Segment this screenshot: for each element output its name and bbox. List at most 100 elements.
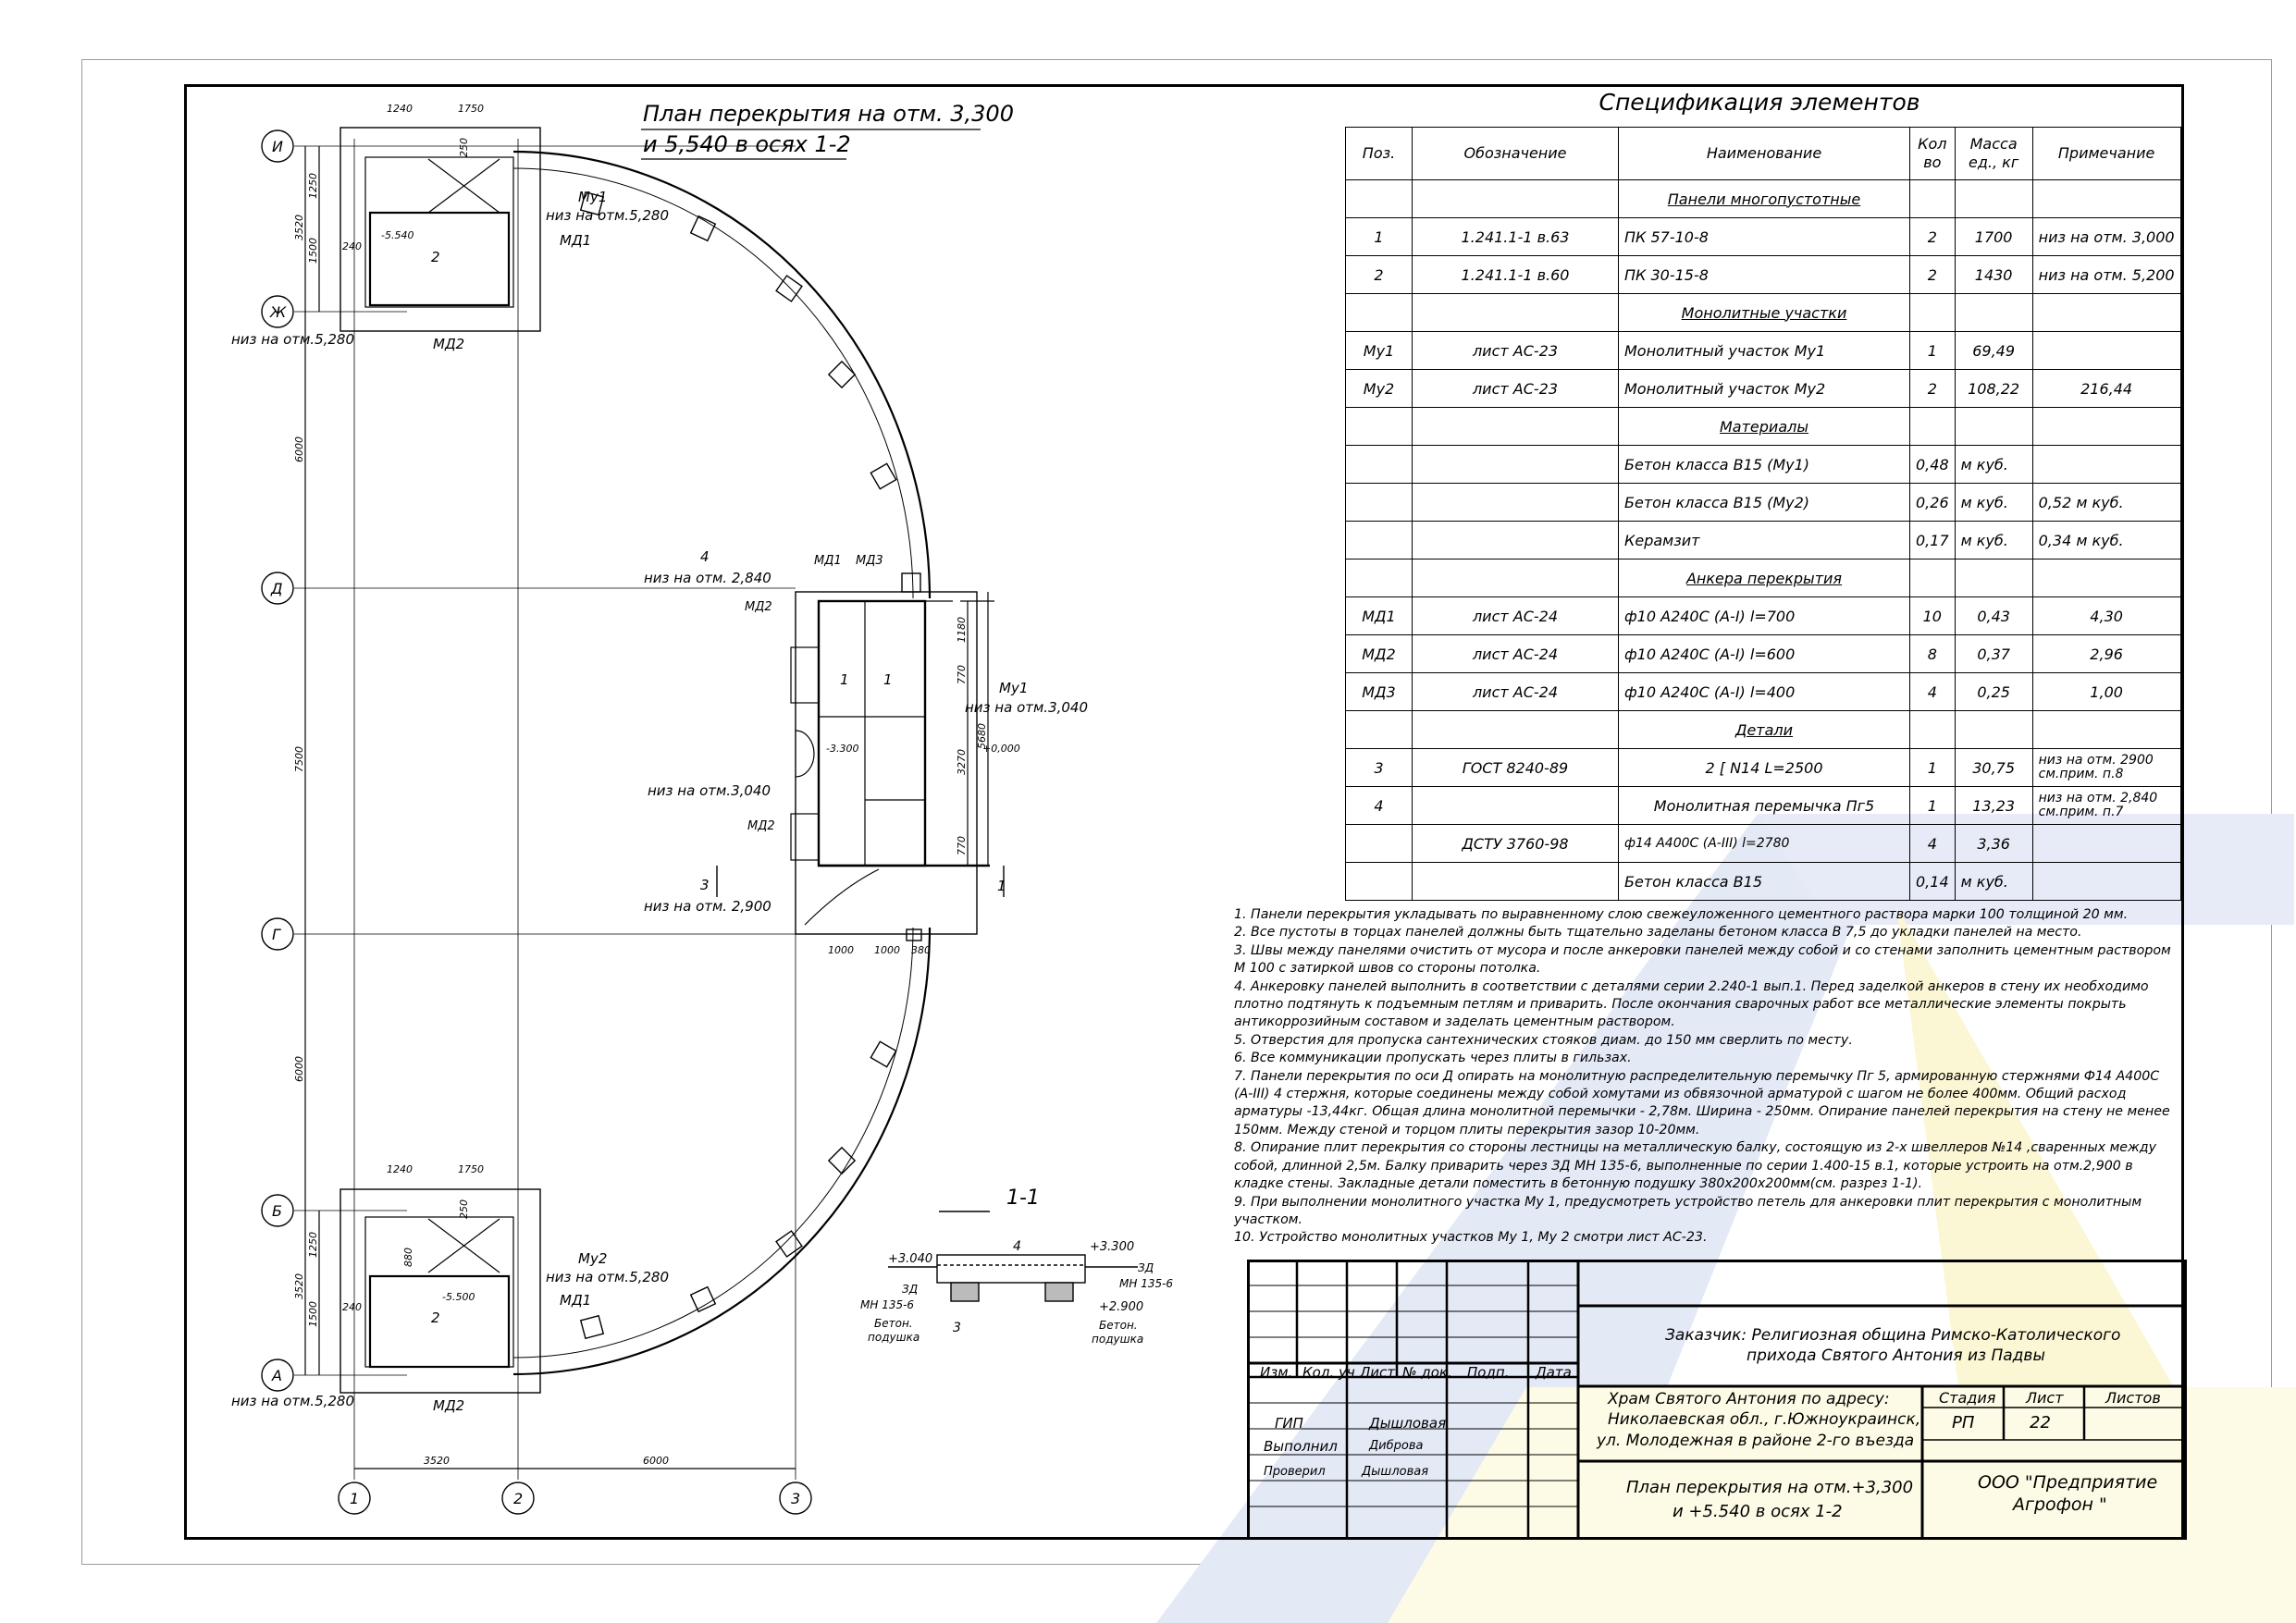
cell-mass: 1700 xyxy=(1954,217,2033,256)
section-zd-right: ЗД xyxy=(1138,1261,1154,1274)
note-7: 7. Панели перекрытия по оси Д опирать на… xyxy=(1234,1068,2170,1137)
label-plus-0000: +0,000 xyxy=(982,743,1020,755)
cell-pos: МД1 xyxy=(1345,596,1413,635)
cell-mass: 0,43 xyxy=(1954,596,2033,635)
dim-h-1000-b: 1000 xyxy=(874,944,900,956)
stamp-stage-value: РП xyxy=(1952,1413,1975,1432)
note-2: 2. Все пустоты в торцах панелей должны б… xyxy=(1234,925,2082,941)
stamp-stage-header: Стадия xyxy=(1939,1389,1996,1407)
section-num-4: 4 xyxy=(1013,1239,1021,1254)
cell-qty: 2 xyxy=(1909,369,1956,408)
dim-v-1250-top: 1250 xyxy=(307,173,319,199)
axis-label-i: И xyxy=(272,138,283,155)
cell-note: низ на отм. 2,840 см.прим. п.7 xyxy=(2031,786,2181,825)
cell-mass: 108,22 xyxy=(1954,369,2033,408)
cell-qty: 4 xyxy=(1909,824,1956,863)
cell-qty: 1 xyxy=(1909,331,1956,370)
section-num-3: 3 xyxy=(953,1321,961,1335)
section-beton-left-1: Бетон. xyxy=(874,1317,913,1330)
stamp-name-gip: Дышловая xyxy=(1369,1415,1447,1432)
cell-pos: 4 xyxy=(1345,786,1413,825)
stamp-sheet-header: Лист xyxy=(2026,1389,2064,1407)
label-md1-c: МД1 xyxy=(560,1292,591,1309)
cell-mass: 30,75 xyxy=(1954,748,2033,787)
spec-col-pos: Поз. xyxy=(1345,127,1413,180)
section-mn-right: МН 135-6 xyxy=(1119,1277,1173,1290)
axis-label-d: Д xyxy=(270,580,283,597)
dim-880: 880 xyxy=(402,1248,414,1267)
label-num-2-top: 2 xyxy=(431,249,440,265)
spec-col-mass: Масса ед., кг xyxy=(1954,127,2033,180)
spec-group-header: Анкера перекрытия xyxy=(1618,559,1910,597)
cell-note: 4,30 xyxy=(2031,596,2181,635)
label-mark-3300: -3.300 xyxy=(826,743,858,755)
section-title: 1-1 xyxy=(1006,1187,1040,1210)
note-9: 9. При выполнении монолитного участка Му… xyxy=(1234,1194,2142,1227)
label-panel-1a: 1 xyxy=(840,671,849,688)
cell-name: ф14 А400С (А-III) l=2780 xyxy=(1618,824,1910,863)
label-md2-c: МД2 xyxy=(747,819,775,833)
cell-note xyxy=(2031,445,2181,484)
axis-label-zh: Ж xyxy=(269,303,287,321)
label-niz-5280-c: низ на отм.5,280 xyxy=(546,1269,669,1285)
title-block: Изм. Кол. уч Лист № док. Подп. Дата ГИП … xyxy=(1247,1260,2187,1540)
cell-mass: 1430 xyxy=(1954,255,2033,294)
cell-name: ф10 А240С (А-I) l=400 xyxy=(1618,672,1910,711)
spec-group-header: Материалы xyxy=(1618,407,1910,446)
stamp-customer-line1: Заказчик: Религиозная община Римско-Като… xyxy=(1665,1326,2121,1345)
cell-name: 2 [ N14 L=2500 xyxy=(1618,748,1910,787)
stamp-sheets-header: Листов xyxy=(2105,1389,2161,1407)
label-panel-1b: 1 xyxy=(883,671,893,688)
cell-note: 2,96 xyxy=(2031,634,2181,673)
dim-5680: 5680 xyxy=(976,723,988,749)
cell-name: Бетон класса В15 (Му2) xyxy=(1618,483,1910,522)
cell-name: ПК 30-15-8 xyxy=(1618,255,1910,294)
label-4: 4 xyxy=(700,548,710,565)
note-8: 8. Опирание плит перекрытия со стороны л… xyxy=(1234,1140,2157,1192)
stamp-role-gip: ГИП xyxy=(1275,1415,1303,1432)
section-plus-3300: +3.300 xyxy=(1090,1240,1134,1254)
label-3: 3 xyxy=(700,877,710,893)
dim-v-6000-bot: 6000 xyxy=(293,1056,305,1082)
sheet-border xyxy=(81,59,2272,1565)
spec-group-header: Панели многопустотные xyxy=(1618,179,1910,218)
cell-name: Монолитная перемычка Пг5 xyxy=(1618,786,1910,825)
spec-col-note: Примечание xyxy=(2031,127,2181,180)
label-niz-3040-l: низ на отм.3,040 xyxy=(648,782,771,799)
stamp-col-list: Лист xyxy=(1360,1364,1396,1381)
dim-v-3520-top: 3520 xyxy=(293,215,305,240)
label-mu1-b: Му1 xyxy=(999,680,1028,696)
cell-mass: м куб. xyxy=(1954,483,2033,522)
spec-col-code: Обозначение xyxy=(1412,127,1619,180)
cell-code: 1.241.1-1 в.60 xyxy=(1412,255,1619,294)
cell-qty: 1 xyxy=(1909,786,1956,825)
spec-header-row: Поз. Обозначение Наименование Кол во Мас… xyxy=(1345,127,2181,180)
stamp-object-line3: ул. Молодежная в районе 2-го въезда xyxy=(1597,1432,1915,1450)
dim-h-6000: 6000 xyxy=(643,1455,669,1467)
axis-label-3: 3 xyxy=(791,1490,800,1507)
plan-title-line2: и 5,540 в осях 1-2 xyxy=(643,131,851,157)
cell-code: лист АС-23 xyxy=(1412,369,1619,408)
stamp-object-line2: Николаевская обл., г.Южноукраинск, xyxy=(1608,1410,1921,1429)
section-beton-right-2: подушка xyxy=(1092,1333,1143,1346)
cell-qty: 0,17 xyxy=(1909,521,1956,559)
cell-mass: 69,49 xyxy=(1954,331,2033,370)
stamp-object-line1: Храм Святого Антония по адресу: xyxy=(1608,1390,1890,1408)
label-mu1-top: Му1 xyxy=(578,189,607,205)
cell-note: низ на отм. 3,000 xyxy=(2031,217,2181,256)
label-cut-1: 1 xyxy=(997,878,1006,894)
dim-h-1750-top: 1750 xyxy=(458,103,484,115)
label-num-2-bot: 2 xyxy=(431,1309,440,1326)
cell-note: низ на отм. 2900 см.прим. п.8 xyxy=(2031,748,2181,787)
label-niz-2900: низ на отм. 2,900 xyxy=(644,898,772,915)
dim-250-top: 250 xyxy=(458,138,470,157)
cell-pos: Му1 xyxy=(1345,331,1413,370)
stamp-org-line2: Агрофон " xyxy=(2013,1494,2107,1515)
spec-col-qty: Кол во xyxy=(1909,127,1956,180)
section-plus-2900: +2.900 xyxy=(1099,1300,1143,1314)
cell-name: ПК 57-10-8 xyxy=(1618,217,1910,256)
cell-mass: 13,23 xyxy=(1954,786,2033,825)
dim-v-1500-bot: 1500 xyxy=(307,1301,319,1327)
cell-code: ДСТУ 3760-98 xyxy=(1412,824,1619,863)
